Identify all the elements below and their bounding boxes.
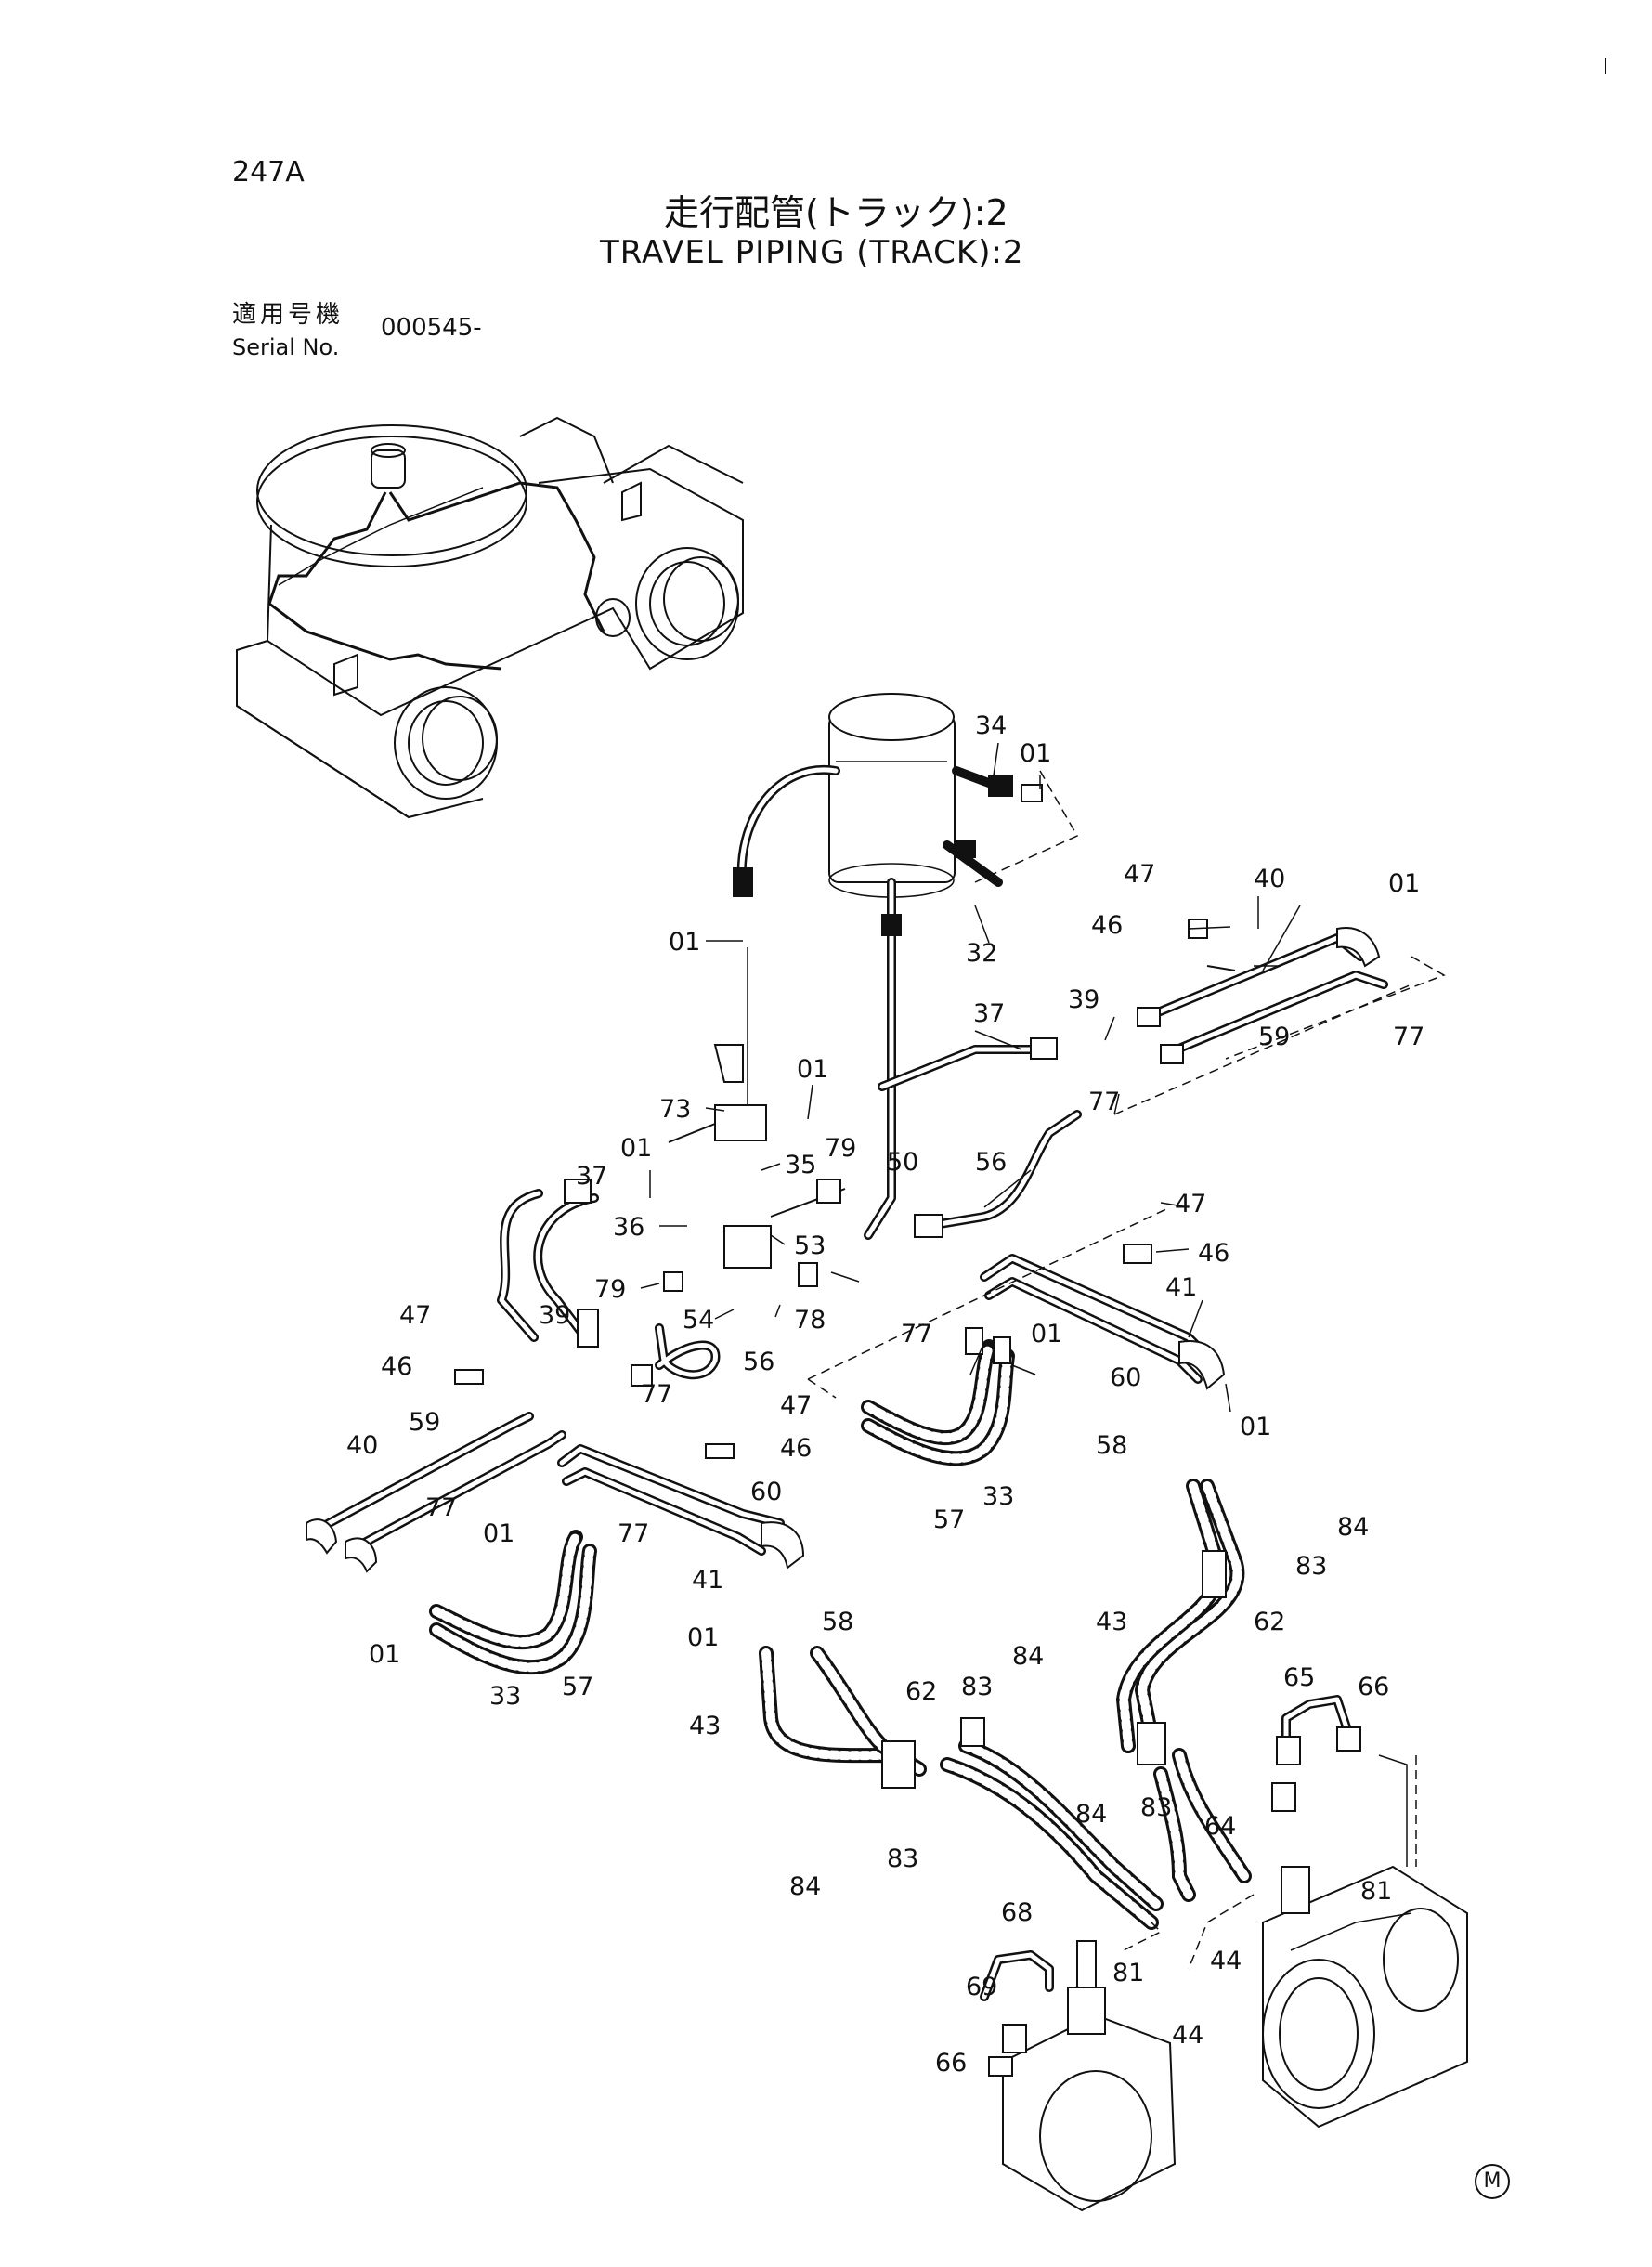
filter-canister xyxy=(733,693,1043,1240)
callout-77: 77 xyxy=(1393,1023,1424,1051)
callout-60: 60 xyxy=(750,1478,782,1506)
callout-47: 47 xyxy=(1175,1190,1206,1218)
leader-lines xyxy=(640,742,1301,1413)
callout-01: 01 xyxy=(369,1640,400,1669)
title-japanese: 走行配管(トラック):2 xyxy=(664,192,1008,233)
callout-43: 43 xyxy=(689,1712,721,1740)
callout-33: 33 xyxy=(982,1482,1014,1511)
callout-62: 62 xyxy=(1254,1608,1285,1636)
callout-78: 78 xyxy=(794,1306,826,1335)
callout-59: 59 xyxy=(409,1408,440,1437)
callout-66: 66 xyxy=(935,2049,967,2078)
callout-01: 01 xyxy=(669,928,700,957)
callout-40: 40 xyxy=(346,1431,378,1460)
callout-01: 01 xyxy=(1031,1320,1062,1348)
page-id: 247A xyxy=(232,156,305,189)
callout-64: 64 xyxy=(1204,1812,1236,1841)
callout-65: 65 xyxy=(1283,1663,1315,1692)
serial-label-japanese: 適用号機 xyxy=(232,301,345,329)
callout-46: 46 xyxy=(1198,1239,1229,1268)
callout-81: 81 xyxy=(1112,1959,1144,1987)
title-english: TRAVEL PIPING (TRACK):2 xyxy=(600,234,1024,271)
callout-62: 62 xyxy=(905,1677,937,1706)
callout-83: 83 xyxy=(961,1673,993,1701)
right-upper-pipes xyxy=(1137,919,1388,1064)
callout-32: 32 xyxy=(966,939,997,968)
center-block-assembly xyxy=(533,947,1082,1387)
travel-motor-right xyxy=(1262,1695,1468,2129)
callout-83: 83 xyxy=(1140,1793,1172,1822)
callout-66: 66 xyxy=(1358,1673,1389,1701)
callout-01: 01 xyxy=(620,1134,652,1163)
callout-46: 46 xyxy=(780,1434,812,1463)
callout-43: 43 xyxy=(1096,1608,1127,1636)
manufacturer-mark: M xyxy=(1475,2164,1510,2199)
callout-01: 01 xyxy=(483,1519,514,1548)
callout-84: 84 xyxy=(1075,1800,1107,1829)
callout-84: 84 xyxy=(1012,1642,1044,1671)
callout-54: 54 xyxy=(683,1306,714,1335)
callout-47: 47 xyxy=(780,1391,812,1420)
serial-number-value: 000545- xyxy=(381,314,482,342)
callout-68: 68 xyxy=(1001,1898,1033,1927)
callout-69: 69 xyxy=(966,1973,997,2001)
callout-01: 01 xyxy=(797,1055,828,1084)
callout-37: 37 xyxy=(576,1162,607,1191)
callout-77: 77 xyxy=(425,1493,457,1522)
callout-56: 56 xyxy=(743,1348,774,1376)
callout-77: 77 xyxy=(618,1519,649,1548)
callout-81: 81 xyxy=(1360,1877,1392,1906)
callout-84: 84 xyxy=(1337,1513,1369,1542)
callout-53: 53 xyxy=(794,1231,826,1260)
callout-50: 50 xyxy=(887,1148,918,1177)
callout-58: 58 xyxy=(822,1608,853,1636)
callout-01: 01 xyxy=(1020,739,1051,768)
callout-47: 47 xyxy=(399,1301,431,1330)
callout-37: 37 xyxy=(973,999,1005,1028)
callout-84: 84 xyxy=(789,1872,821,1901)
callout-58: 58 xyxy=(1096,1431,1127,1460)
dashed-connectors xyxy=(807,770,1446,1970)
callout-46: 46 xyxy=(381,1352,412,1381)
callout-01: 01 xyxy=(1388,869,1420,898)
callout-01: 01 xyxy=(687,1623,719,1652)
callout-35: 35 xyxy=(785,1151,816,1179)
callout-44: 44 xyxy=(1172,2021,1203,2050)
callout-59: 59 xyxy=(1258,1023,1290,1051)
callout-34: 34 xyxy=(975,711,1007,740)
callout-56: 56 xyxy=(975,1148,1007,1177)
callout-77: 77 xyxy=(901,1320,932,1348)
callout-44: 44 xyxy=(1210,1947,1242,1975)
callout-40: 40 xyxy=(1254,865,1285,893)
callout-77: 77 xyxy=(1088,1088,1120,1116)
callout-41: 41 xyxy=(1165,1273,1197,1302)
machine-overview-sketch xyxy=(236,416,744,819)
callout-47: 47 xyxy=(1124,860,1155,889)
callout-39: 39 xyxy=(539,1301,570,1330)
callout-57: 57 xyxy=(562,1673,593,1701)
callout-83: 83 xyxy=(887,1844,918,1873)
corner-tick-mark xyxy=(1605,58,1606,74)
callout-labels: 34 01 47 40 01 46 32 01 37 39 59 77 73 0… xyxy=(346,711,1424,2078)
callout-83: 83 xyxy=(1295,1552,1327,1581)
callout-39: 39 xyxy=(1068,985,1099,1014)
travel-motor-left xyxy=(980,1940,1177,2212)
callout-33: 33 xyxy=(489,1682,521,1711)
callout-77: 77 xyxy=(641,1380,672,1409)
callout-57: 57 xyxy=(933,1505,965,1534)
callout-73: 73 xyxy=(659,1095,691,1124)
left-pipes xyxy=(306,1179,805,1675)
lower-hoses xyxy=(759,1479,1252,1930)
callout-01: 01 xyxy=(1240,1413,1271,1441)
right-middle-pipes xyxy=(861,1244,1226,1466)
callout-79: 79 xyxy=(825,1134,856,1163)
callout-46: 46 xyxy=(1091,911,1123,940)
callout-41: 41 xyxy=(692,1566,723,1595)
callout-60: 60 xyxy=(1110,1363,1141,1392)
callout-79: 79 xyxy=(594,1275,626,1304)
callout-36: 36 xyxy=(613,1213,644,1242)
serial-label-english: Serial No. xyxy=(232,334,340,360)
